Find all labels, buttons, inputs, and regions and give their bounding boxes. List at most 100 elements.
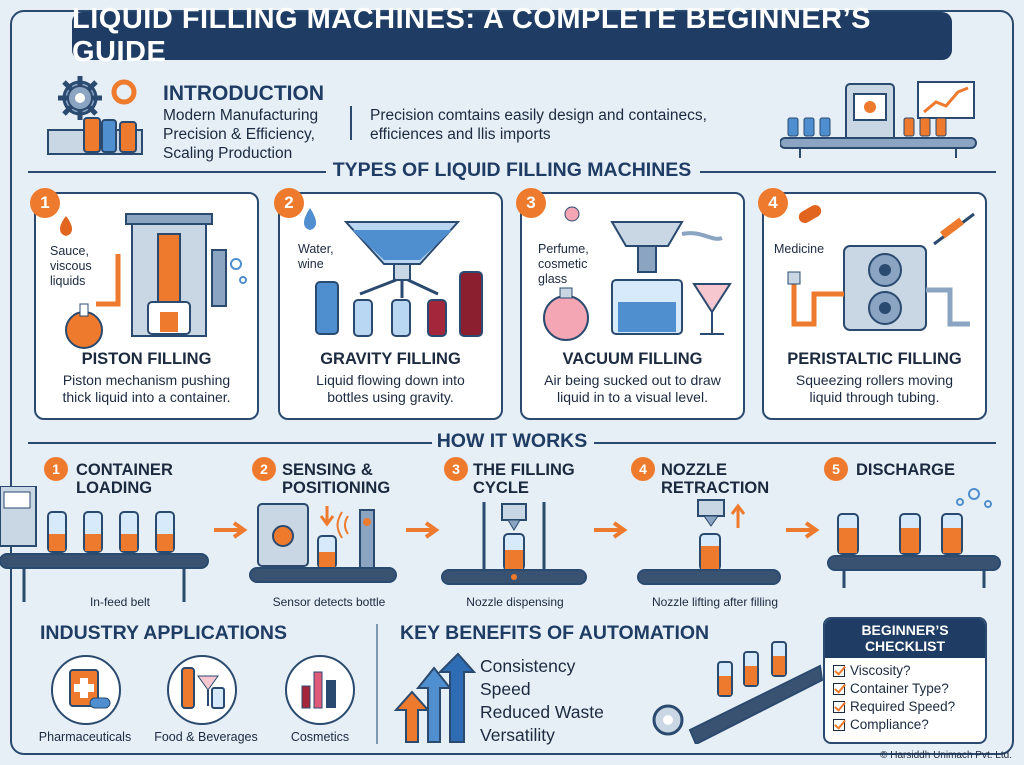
bottling-line-illustration <box>652 641 824 744</box>
step-number-badge: 1 <box>44 457 68 481</box>
types-heading: TYPES OF LIQUID FILLING MACHINES <box>332 159 692 181</box>
card-desc-line: Air being sucked out to draw <box>544 372 721 388</box>
card-title: VACUUM FILLING <box>562 350 703 368</box>
arrow-right-icon <box>786 521 820 539</box>
step-title: SENSING & POSITIONING <box>282 461 390 497</box>
card-tag-line: wine <box>298 257 324 271</box>
vacuum-filling-card: 3 Perfume, cosmetic glass VACUUM FILLING… <box>516 188 745 420</box>
step-title-line: DISCHARGE <box>856 461 956 479</box>
section-rule <box>28 171 326 173</box>
step-caption: Nozzle dispensing <box>466 595 564 609</box>
step-title: DISCHARGE <box>856 461 955 479</box>
intro-left-line: Modern Manufacturing <box>163 107 319 124</box>
copyright-text: © Harsiddh Unimach Pvt. Ltd. <box>880 750 1012 761</box>
card-desc-line: Liquid flowing down into <box>316 372 465 388</box>
piston-filling-card: 1 Sauce, viscous liquids PISTON FILLING … <box>30 188 259 420</box>
card-tag-line: viscous <box>50 259 92 273</box>
intro-left-text: Modern Manufacturing Precision & Efficie… <box>163 106 318 163</box>
intro-left-line: Scaling Production <box>163 145 293 162</box>
section-rule <box>594 442 996 444</box>
step-title-line: NOZZLE <box>661 461 727 479</box>
how-heading: HOW IT WORKS <box>436 430 588 452</box>
growth-arrows-icon <box>393 652 476 743</box>
nozzle-retraction-illustration <box>637 499 781 585</box>
intro-right-line: efficiences and llis imports <box>370 126 551 143</box>
factory-conveyor-icon <box>780 81 977 158</box>
intro-divider <box>350 106 352 140</box>
bottom-divider <box>376 624 378 744</box>
step-number-badge: 4 <box>631 457 655 481</box>
page-title: LIQUID FILLING MACHINES: A COMPLETE BEGI… <box>72 3 872 68</box>
card-number-badge: 2 <box>274 188 304 218</box>
section-rule <box>700 171 996 173</box>
arrow-right-icon <box>594 521 628 539</box>
card-desc-line: thick liquid into a container. <box>62 389 231 405</box>
card-tag-line: liquids <box>50 274 86 288</box>
checklist-item: Container Type? <box>825 680 985 698</box>
step-number-badge: 2 <box>252 457 276 481</box>
application-label: Food & Beverages <box>154 730 258 744</box>
card-tag: Medicine <box>774 242 824 257</box>
benefit-item: Consistency <box>480 656 576 676</box>
checklist-item-label: Viscosity? <box>850 663 911 678</box>
benefit-item: Versatility <box>480 725 555 745</box>
step-title-line: THE FILLING <box>473 461 575 479</box>
card-tag-line: Sauce, <box>50 244 89 258</box>
card-title: GRAVITY FILLING <box>320 350 461 368</box>
checklist-item: Compliance? <box>825 716 985 734</box>
checklist-item-label: Required Speed? <box>850 699 956 714</box>
applications-heading: INDUSTRY APPLICATIONS <box>40 622 288 644</box>
arrow-right-icon <box>406 521 440 539</box>
gears-bottles-icon <box>47 76 143 155</box>
checklist-item-label: Compliance? <box>850 717 929 732</box>
section-rule <box>28 442 432 444</box>
card-description: Piston mechanism pushing thick liquid in… <box>42 372 251 406</box>
card-number-badge: 1 <box>30 188 60 218</box>
step-title-line: CONTAINER <box>76 461 173 479</box>
sensing-station-illustration <box>249 503 397 583</box>
benefits-list: Consistency Speed Reduced Waste Versatil… <box>480 655 604 747</box>
checklist-item: Required Speed? <box>825 698 985 716</box>
peristaltic-filling-card: 4 Medicine PERISTALTIC FILLING Squeezing… <box>758 188 987 420</box>
checkbox-icon <box>833 665 845 677</box>
card-description: Liquid flowing down into bottles using g… <box>286 372 495 406</box>
checklist-heading: BEGINNER’S CHECKLIST <box>825 619 985 658</box>
checklist-heading-line: BEGINNER’S <box>861 622 949 638</box>
checkbox-icon <box>833 701 845 713</box>
card-tag-line: cosmetic <box>538 257 588 271</box>
infeed-conveyor-illustration <box>0 486 209 602</box>
card-number-badge: 3 <box>516 188 546 218</box>
benefit-item: Speed <box>480 679 531 699</box>
step-title: THE FILLING CYCLE <box>473 461 575 497</box>
card-desc-line: Squeezing rollers moving <box>795 372 954 388</box>
application-label: Cosmetics <box>290 730 350 744</box>
peristaltic-pump-illustration <box>787 205 975 331</box>
gravity-funnel-illustration <box>304 208 483 337</box>
piston-machine-illustration <box>60 213 247 349</box>
step-title-line: RETRACTION <box>661 479 770 497</box>
filling-station-illustration <box>441 502 587 585</box>
card-description: Air being sucked out to draw liquid in t… <box>528 372 737 406</box>
card-tag-line: Water, <box>298 242 334 256</box>
benefit-item: Reduced Waste <box>480 702 604 722</box>
checklist-item-label: Container Type? <box>850 681 949 696</box>
card-desc-line: bottles using gravity. <box>327 389 454 405</box>
step-caption: Sensor detects bottle <box>272 595 386 609</box>
card-tag-line: glass <box>538 272 568 286</box>
step-title: NOZZLE RETRACTION <box>661 461 769 497</box>
intro-heading: INTRODUCTION <box>163 82 324 105</box>
checklist-item: Viscosity? <box>825 662 985 680</box>
intro-left-line: Precision & Efficiency, <box>163 126 315 143</box>
step-title: CONTAINER LOADING <box>76 461 173 497</box>
intro-right-line: Precision comtains easily design and con… <box>370 107 707 124</box>
card-tag: Water, wine <box>298 242 334 272</box>
title-banner: LIQUID FILLING MACHINES: A COMPLETE BEGI… <box>72 3 952 68</box>
gravity-filling-card: 2 Water, wine GRAVITY FILLING Liquid flo… <box>274 188 503 420</box>
card-tag: Sauce, viscous liquids <box>50 244 92 289</box>
benefits-heading: KEY BENEFITS OF AUTOMATION <box>400 622 710 644</box>
application-label: Pharmaceuticals <box>38 730 132 744</box>
card-tag-line: Perfume, <box>538 242 589 256</box>
card-desc-line: liquid in to a visual level. <box>557 389 708 405</box>
step-title-line: CYCLE <box>473 479 529 497</box>
page-frame <box>10 10 1014 755</box>
